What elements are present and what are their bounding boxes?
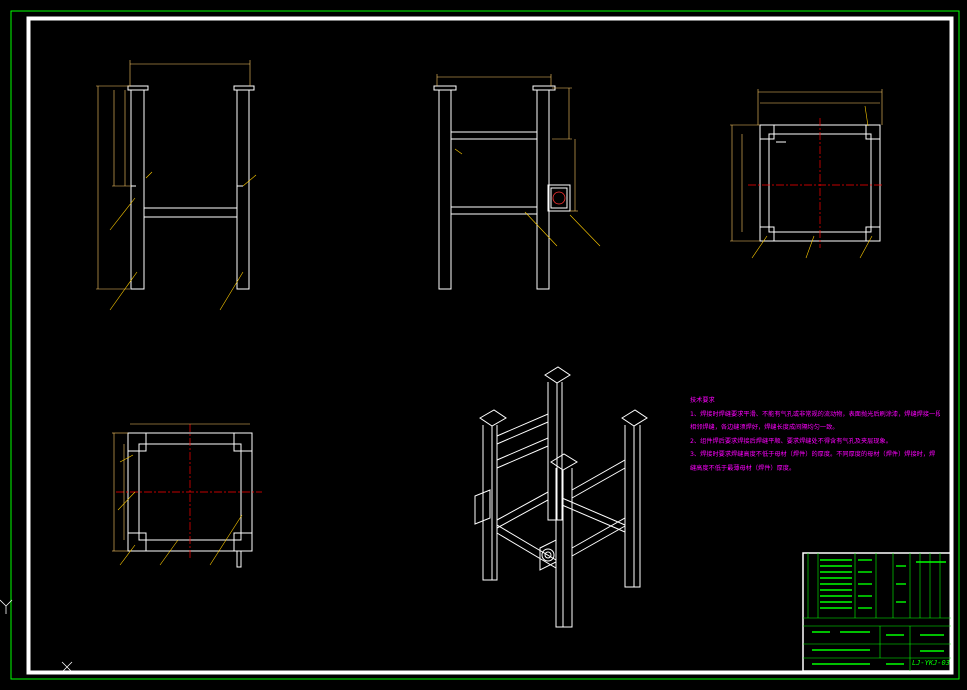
front-view [127,85,255,290]
top-view-leaders [751,105,873,259]
plan-view-centerlines [116,424,262,560]
tech-line-3: 2、组件焊后要求焊接后焊缝平顺、要求焊缝处不得含有气孔及夹层现象。 [690,437,892,445]
plan-view-leaders [117,454,243,566]
plan-view-dimensions [112,423,250,552]
top-view-centerlines [748,118,884,248]
front-view-leaders [109,171,257,311]
tech-line-4: 3、焊接时要求焊缝高度不低于母材（焊件）的厚度。不同厚度的母材（焊件）焊接时，焊 [690,451,936,458]
side-view [433,85,571,290]
outer-frame [10,10,960,680]
title-block [802,552,952,672]
side-view-dimensions [436,74,578,212]
drawing-number: LJ-YKJ-03 [912,659,950,667]
top-view-dimensions [730,89,883,242]
tech-line-5: 缝高度不低于最薄母材（焊件）厚度。 [690,464,796,472]
isometric-view [474,366,648,628]
side-view-leaders [454,148,601,247]
tech-line-2: 相邻焊缝，各边缝须焊好，焊缝长度成间隔均匀一致。 [690,424,839,431]
tech-title: 技术要求 [690,397,715,404]
bearing-seat [552,191,566,205]
inner-border [26,16,954,675]
tech-line-1: 1、焊接时焊缝要求平滑、不能有气孔或非常规的流动物，表面抛光后刷涂漆，焊缝焊接一… [690,410,940,418]
front-view-dimensions [96,60,251,290]
title-block-text-marks [812,559,946,665]
technical-requirements-notes: 技术要求 1、焊接时焊缝要求平滑、不能有气孔或非常规的流动物，表面抛光后刷涂漆，… [690,394,940,475]
ucs-icon [0,599,73,673]
